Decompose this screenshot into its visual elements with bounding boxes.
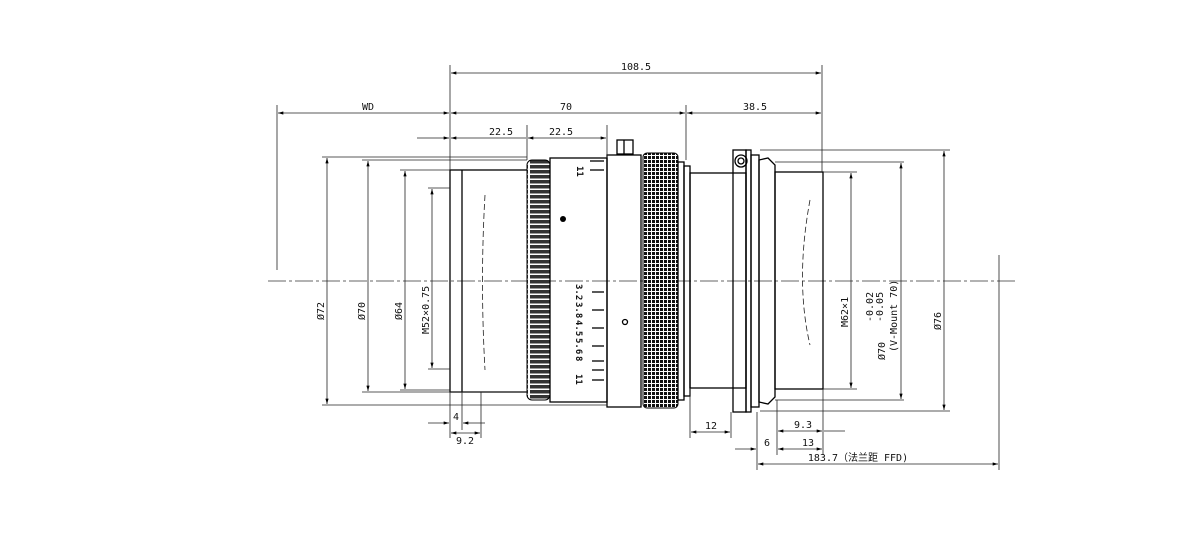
aperture_scale-1-label: 3.8 xyxy=(573,302,583,318)
rear-tube xyxy=(689,172,747,389)
dimensions-body_length-label: 70 xyxy=(560,102,572,113)
middle-ring xyxy=(606,154,642,408)
dimensions-rear_thread-label: M62×1 xyxy=(840,297,851,327)
dimensions-working_distance-label: WD xyxy=(362,102,374,113)
dimensions-seg_6-label: 6 xyxy=(764,438,770,449)
rear-diameters: M62×1 Ø70 -0.02 -0.05 (V-Mount 70) Ø76 xyxy=(760,149,950,412)
aperture_top-label: 11 xyxy=(574,166,584,177)
lock-screw xyxy=(616,139,634,155)
rear-thread-tube xyxy=(774,171,824,390)
dimensions-front_seg_2-label: 22.5 xyxy=(549,127,573,138)
dimensions-dia_64-label: Ø64 xyxy=(393,302,405,320)
dimensions-seg_13-label: 13 xyxy=(802,438,814,449)
top-dimensions: 108.5 WD 70 38.5 22.5 22.5 xyxy=(276,62,823,270)
dimensions-front_thread-label: M52×0.75 xyxy=(421,286,432,334)
aperture_scale-2-label: 4.5 xyxy=(573,320,583,336)
dimensions-dia_72-label: Ø72 xyxy=(315,302,327,320)
bottom-dimensions: 12 9.3 6 13 183.7（法兰距 FFD) xyxy=(689,255,1000,470)
front-diameters: Ø72 Ø70 Ø64 M52×0.75 4 9.2 xyxy=(315,156,607,447)
dimensions-mount_name-label: (V-Mount 70) xyxy=(889,280,900,352)
dimensions-dia_76-label: Ø76 xyxy=(932,312,944,330)
aperture-scale-ring xyxy=(549,157,608,403)
lens-body xyxy=(449,139,824,413)
aperture_scale-0-label: 3.2 xyxy=(573,284,583,300)
dimensions-seg_9_3-label: 9.3 xyxy=(794,420,812,431)
dimensions-mount_dia-label: Ø70 xyxy=(876,342,888,360)
aperture_scale-4-label: 8 xyxy=(573,356,583,361)
dimensions-mount_tol_upper-label: -0.02 xyxy=(865,292,876,322)
aperture_scale-3-label: 5.6 xyxy=(573,338,583,354)
dimensions-front_seg_1-label: 22.5 xyxy=(489,127,513,138)
aperture_scale-5-label: 11 xyxy=(573,374,583,385)
dimensions-seg_12-label: 12 xyxy=(705,421,717,432)
dimensions-front_depth_9_2-label: 9.2 xyxy=(456,436,474,447)
dimensions-overall_length-label: 108.5 xyxy=(621,62,651,73)
focus-knurled-ring xyxy=(642,152,679,409)
dimensions-ffd-label: 183.7（法兰距 FFD) xyxy=(808,451,908,464)
knurled-ring-front xyxy=(526,159,551,401)
dimensions-rear_length-label: 38.5 xyxy=(743,102,767,113)
dimensions-front_depth_4-label: 4 xyxy=(453,412,459,423)
dimensions-dia_70_front-label: Ø70 xyxy=(356,302,368,320)
aperture-scale: 11 3.2 3.8 4.5 5.6 8 11 xyxy=(573,160,604,385)
dimensions-mount_tol_lower-label: -0.05 xyxy=(875,292,886,322)
